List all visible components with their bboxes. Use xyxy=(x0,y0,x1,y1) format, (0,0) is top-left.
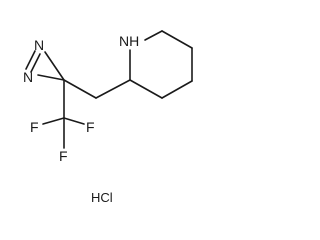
bond-c-f-left xyxy=(42,117,65,125)
bond-n-c-lower xyxy=(37,74,65,81)
bond-n-c-upper xyxy=(44,51,65,81)
piperidine-ring xyxy=(129,30,193,99)
salt-label-hcl: HCl xyxy=(91,190,113,205)
chemical-structure: NH N N F F F HCl xyxy=(23,30,193,205)
bond-c-ch2 xyxy=(63,79,97,99)
bond-n-n-double-inner xyxy=(30,53,41,73)
bond-n-c6 xyxy=(144,30,163,41)
diazirine-ring xyxy=(25,50,65,81)
atom-label-f-right: F xyxy=(86,119,95,135)
atom-label-f-bottom: F xyxy=(59,148,68,164)
atom-label-n-upper: N xyxy=(34,37,44,53)
atom-label-nh: NH xyxy=(119,33,139,49)
trifluoromethyl-group xyxy=(42,79,85,149)
atom-label-f-left: F xyxy=(30,119,39,135)
bond-n-n-double-outer xyxy=(25,50,36,70)
bond-c3-c2 xyxy=(129,79,163,99)
atom-label-n-lower: N xyxy=(23,69,33,85)
bond-c-f-right xyxy=(63,117,85,125)
methylene-linker xyxy=(63,79,131,99)
bond-c6-c5 xyxy=(161,30,193,49)
bond-ch2-ring xyxy=(95,79,131,99)
bond-c4-c3 xyxy=(161,80,193,99)
